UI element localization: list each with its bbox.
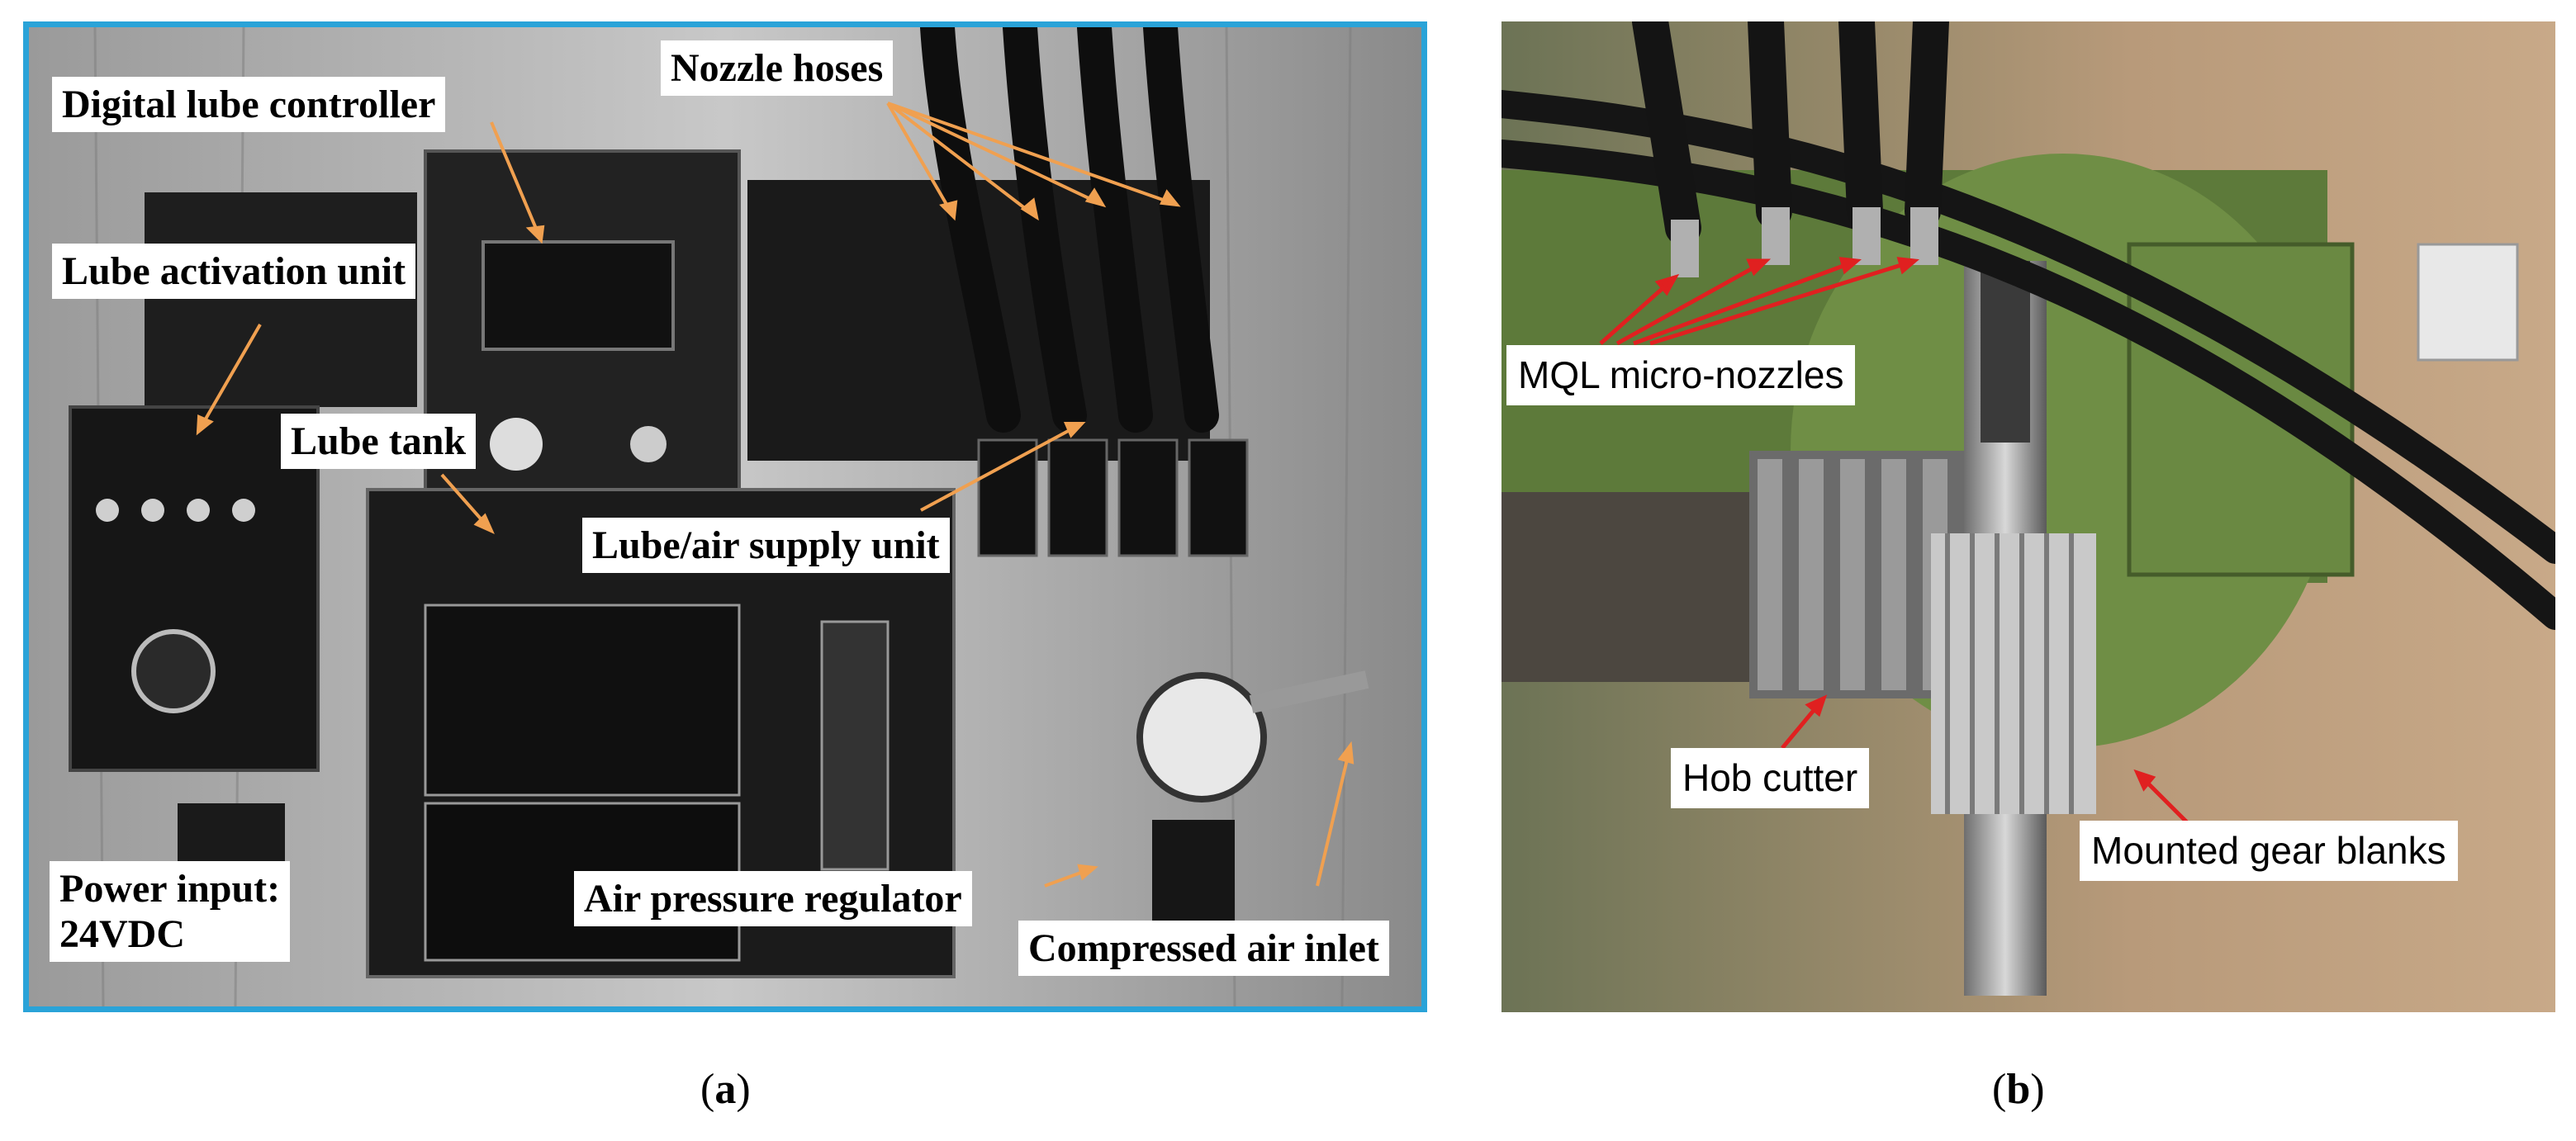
label-mql-micro-nozzles: MQL micro-nozzles: [1506, 345, 1856, 405]
caption-b: (b): [1992, 1065, 2045, 1114]
panel-a-lubrication-system-photo: Nozzle hoses Digital lube controller Lub…: [23, 21, 1427, 1012]
label-power-input: Power input: 24VDC: [50, 861, 291, 963]
panel-a-callout-arrows: [196, 102, 1354, 888]
caption-b-close: ): [2030, 1066, 2045, 1113]
label-hob-cutter: Hob cutter: [1671, 748, 1870, 808]
caption-a: (a): [700, 1065, 751, 1114]
label-compressed-air-inlet: Compressed air inlet: [1018, 921, 1389, 977]
label-power-input-line2: 24VDC: [59, 912, 185, 957]
caption-b-open: (: [1992, 1066, 2007, 1113]
label-nozzle-hoses: Nozzle hoses: [661, 40, 894, 97]
label-lube-activation-unit: Lube activation unit: [52, 244, 416, 300]
label-mounted-gear-blanks: Mounted gear blanks: [2080, 821, 2458, 881]
caption-a-open: (: [700, 1066, 715, 1113]
label-power-input-line1: Power input:: [59, 867, 281, 911]
panel-b-hobbing-setup-photo: MQL micro-nozzles Hob cutter Mounted gea…: [1501, 21, 2555, 1012]
caption-b-letter: b: [2006, 1066, 2031, 1113]
label-air-pressure-regulator: Air pressure regulator: [574, 871, 972, 927]
label-digital-lube-controller: Digital lube controller: [52, 77, 446, 133]
caption-a-close: ): [736, 1066, 751, 1113]
label-lube-air-supply-unit: Lube/air supply unit: [582, 518, 950, 574]
panel-b-callout-arrows: [1599, 257, 2189, 824]
label-lube-tank: Lube tank: [281, 414, 477, 470]
caption-a-letter: a: [714, 1066, 737, 1113]
